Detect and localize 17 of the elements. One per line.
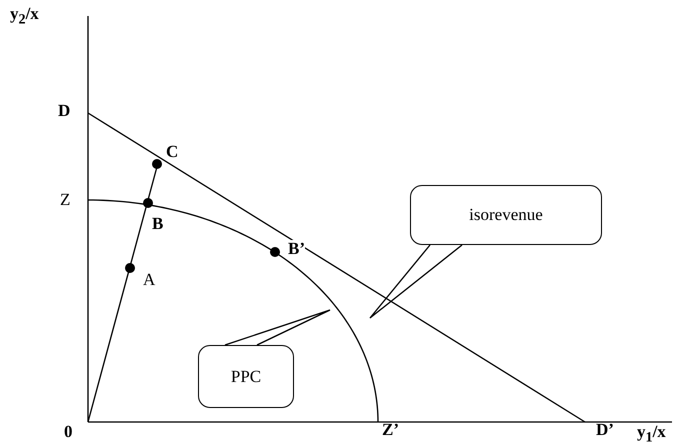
point-label: B [152,214,164,234]
callout-box [410,185,602,245]
leader-line [224,309,331,346]
callout-text: PPC [230,366,262,386]
leader-line [369,244,462,319]
point-label: D’ [596,420,614,440]
point-label: C [166,142,178,162]
axis-label: y$_{2}$/x [10,4,39,30]
point-label: Z [60,190,70,210]
axis-label: y$_{1}$/x [637,422,666,446]
isorevenue-line [88,112,586,423]
point-label: Z’ [382,420,399,440]
point-label: B’ [288,240,305,257]
origin-label: 0 [64,422,72,442]
callout-text: isorevenue [469,205,543,225]
point-label: A [143,270,156,290]
point-label: D [58,101,70,121]
